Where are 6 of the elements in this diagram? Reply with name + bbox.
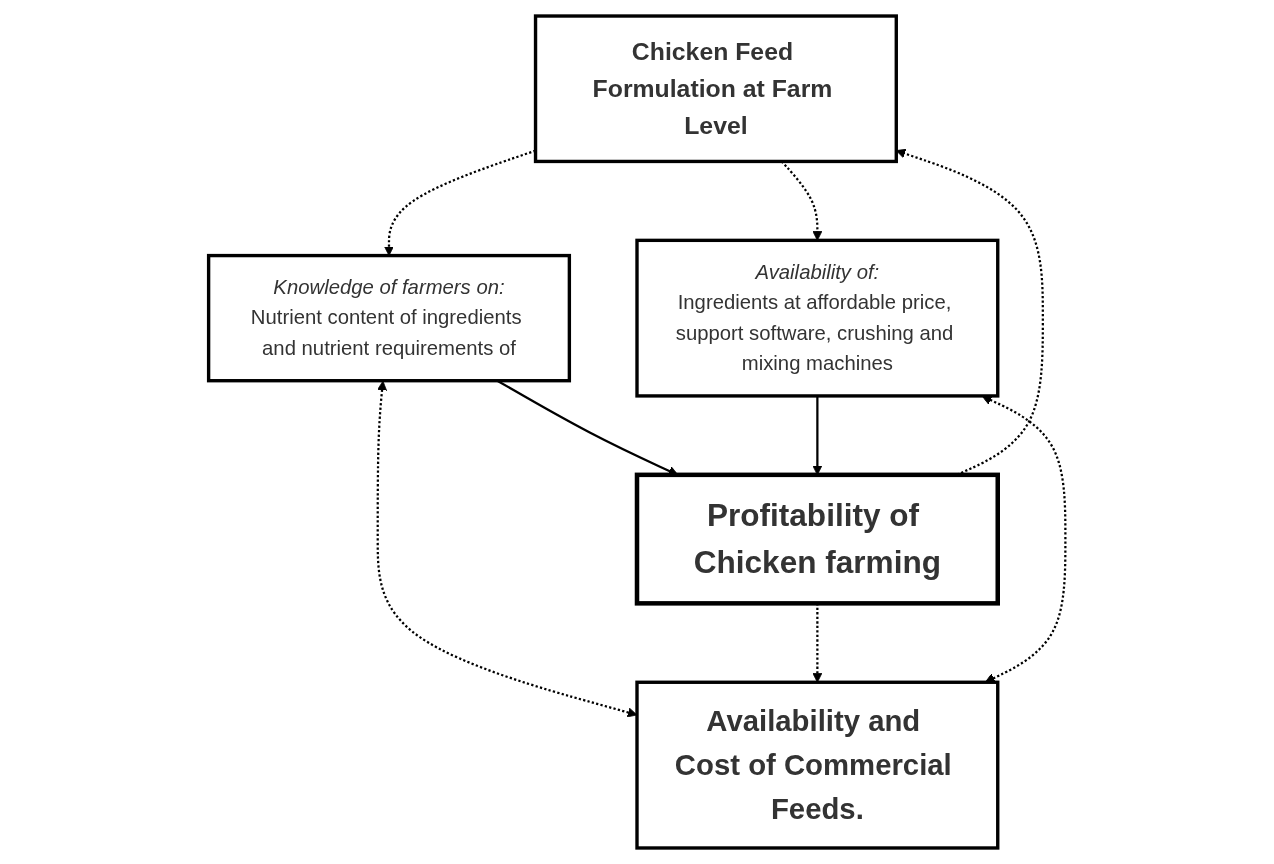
node-box: Chicken Feed Formulation at Farm Level bbox=[533, 14, 898, 164]
node-box: Availability and Cost of Commercial Feeds. bbox=[635, 680, 1000, 850]
node-box: Knowledge of farmers on: Nutrient content of ingredients and nutrient requirements of bbox=[206, 253, 572, 383]
node-box: Profitability of Chicken farming bbox=[634, 472, 1000, 606]
arrow bbox=[981, 395, 1067, 683]
node-box: Availability of: Ingredients at affordable price, support software, crushing and mixing machines bbox=[635, 238, 1000, 398]
